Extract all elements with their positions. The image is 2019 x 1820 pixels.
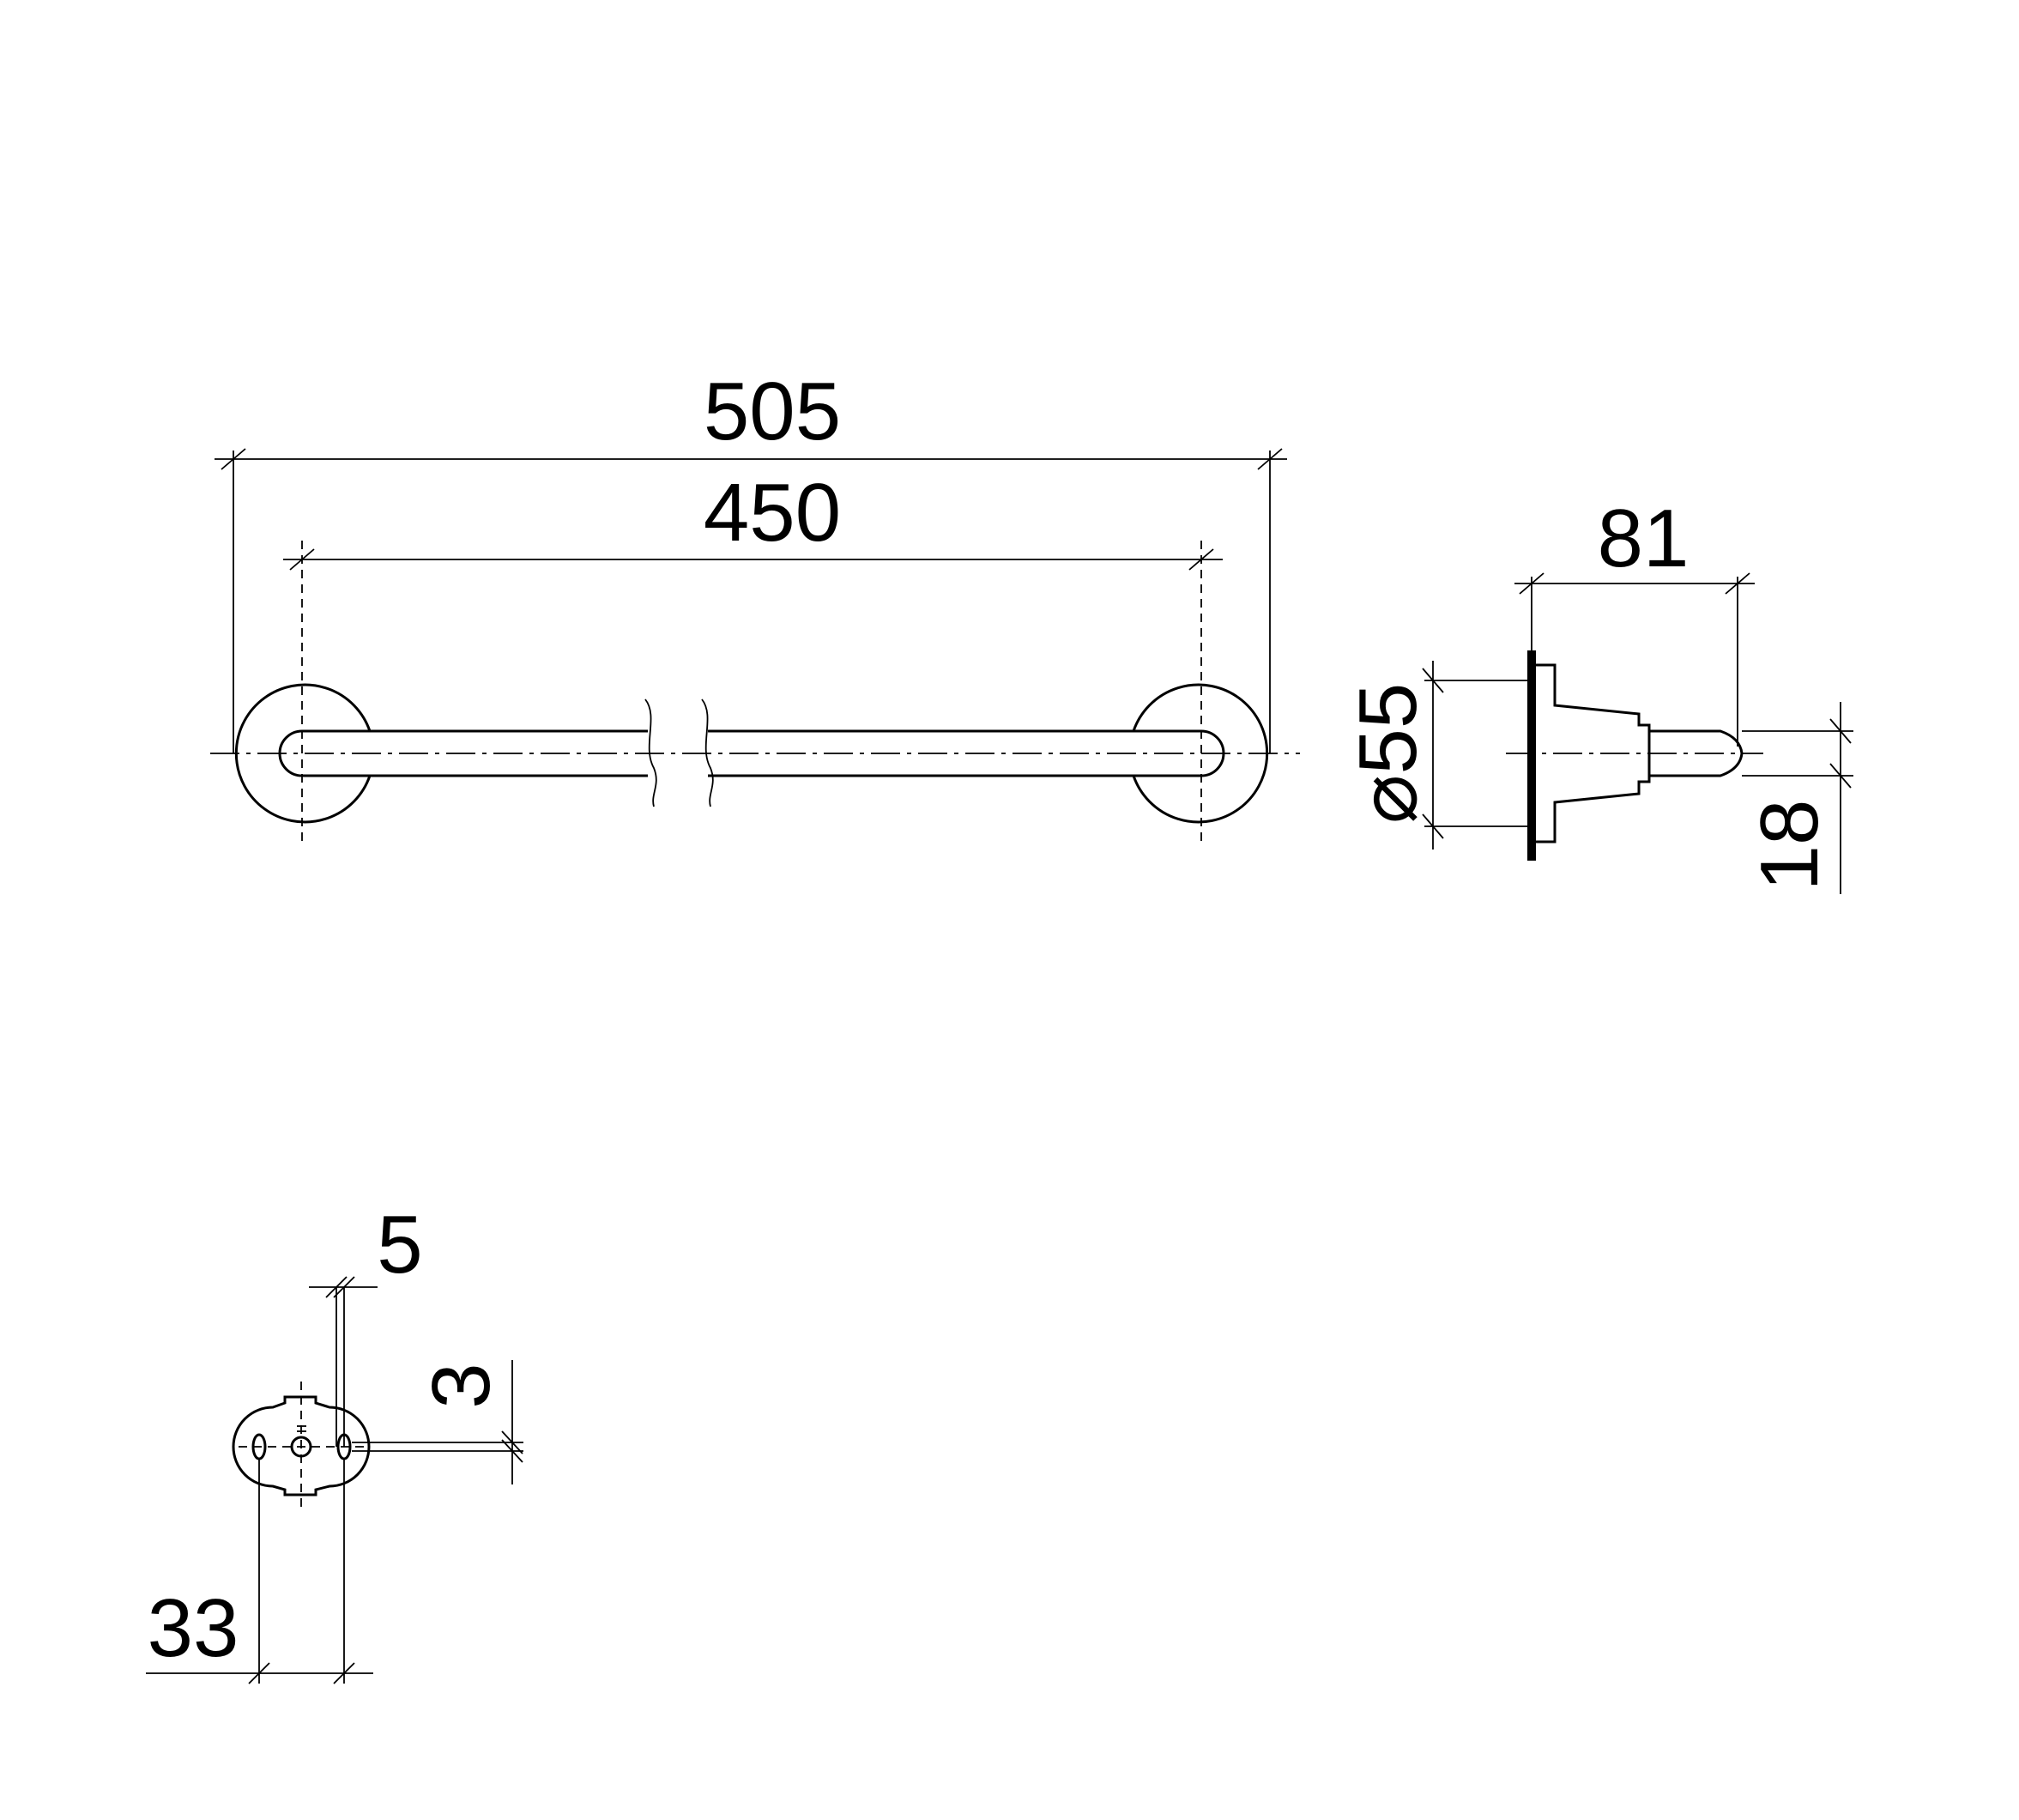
break-mark-left bbox=[644, 698, 657, 807]
bar-side-end bbox=[1649, 729, 1744, 777]
overall-length-label: 505 bbox=[704, 366, 841, 457]
dimension-bracket-offset: 5 bbox=[309, 1199, 423, 1447]
left-rosette bbox=[234, 683, 372, 824]
bracket-slot-label: 3 bbox=[415, 1363, 507, 1408]
mounting-bracket bbox=[232, 1382, 371, 1510]
dimension-center-distance: 450 bbox=[283, 467, 1223, 571]
right-rosette bbox=[1132, 683, 1269, 824]
bar-right-segment bbox=[708, 729, 1225, 777]
bracket-outline bbox=[232, 1395, 371, 1497]
rosette-profile bbox=[1536, 663, 1651, 843]
dimension-rosette-diameter: ⌀55 bbox=[1342, 661, 1532, 850]
bar-diameter-label: 18 bbox=[1744, 800, 1835, 892]
side-view bbox=[1506, 650, 1763, 861]
dimension-bracket-slot: 3 bbox=[352, 1360, 523, 1484]
dimension-projection: 81 bbox=[1514, 493, 1755, 747]
front-view bbox=[210, 541, 1300, 845]
bracket-hole-spacing-label: 33 bbox=[148, 1582, 239, 1674]
projection-label: 81 bbox=[1598, 493, 1690, 584]
center-distance-label: 450 bbox=[704, 467, 841, 559]
break-mark-right bbox=[701, 698, 714, 807]
dimension-bar-diameter: 18 bbox=[1742, 702, 1853, 894]
bar-left-segment bbox=[278, 729, 648, 777]
svg-text:⌀55: ⌀55 bbox=[1342, 683, 1434, 825]
dimension-overall-length: 505 bbox=[215, 366, 1287, 753]
dimension-bracket-hole-spacing: 33 bbox=[146, 1459, 373, 1684]
diameter-symbol: ⌀ bbox=[1342, 774, 1434, 824]
wall-line bbox=[1527, 650, 1536, 861]
rosette-diameter-label: 55 bbox=[1342, 683, 1434, 775]
bracket-offset-label: 5 bbox=[377, 1199, 422, 1291]
